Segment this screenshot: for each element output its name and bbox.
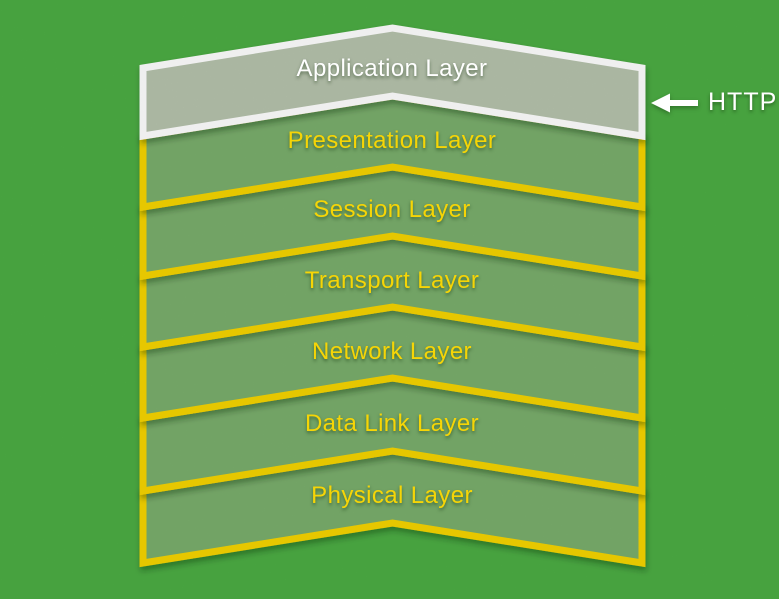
arrow-left-icon	[651, 93, 698, 112]
layer-label-application: Application Layer	[296, 55, 488, 82]
http-annotation-label: HTTP	[708, 88, 778, 116]
layer-label-data-link: Data Link Layer	[304, 410, 480, 437]
layer-label-session: Session Layer	[313, 196, 471, 223]
http-annotation: HTTP	[651, 88, 777, 117]
layer-label-transport: Transport Layer	[304, 267, 480, 294]
layer-label-physical: Physical Layer	[311, 482, 473, 509]
layer-label-network: Network Layer	[312, 338, 472, 365]
layer-label-presentation: Presentation Layer	[287, 127, 497, 154]
